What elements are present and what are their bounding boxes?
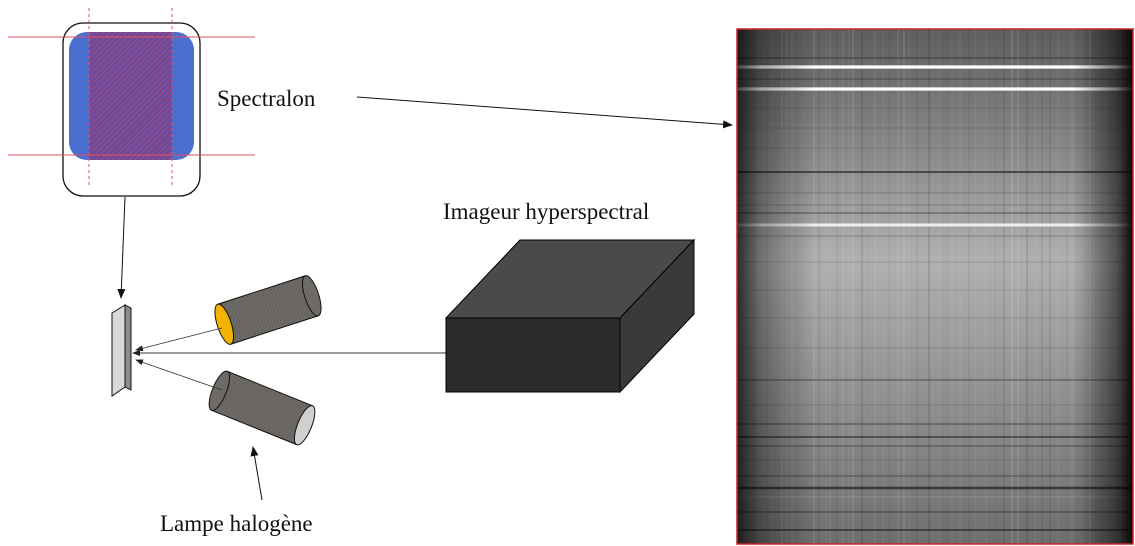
- halogen-lamp-icon: [214, 275, 322, 345]
- spectralon-label: Spectralon: [217, 86, 316, 111]
- scan-hatched-area: [89, 32, 172, 160]
- reference-plate-icon: [111, 304, 132, 397]
- ray-lamp2-to-plate: [135, 359, 223, 391]
- arrow-label-to-lamp: [250, 446, 263, 501]
- halogen-lamp-icon-2: [208, 370, 316, 446]
- imager-label: Imageur hyperspectral: [443, 199, 649, 224]
- sample-tray-icon: [8, 8, 255, 197]
- arrow-tray-to-plate: [117, 196, 126, 299]
- spectral-image-border: [736, 28, 1134, 545]
- lamp-label: Lampe halogène: [160, 511, 313, 536]
- spectral-image-vignette: [737, 29, 1133, 544]
- hyperspectral-image: [736, 28, 1134, 545]
- arrow-spectralon-to-image: [356, 96, 733, 129]
- lamp-lens: [214, 303, 235, 345]
- ray-lamp1-to-plate: [135, 327, 223, 352]
- hyperspectral-camera-icon: [444, 238, 696, 394]
